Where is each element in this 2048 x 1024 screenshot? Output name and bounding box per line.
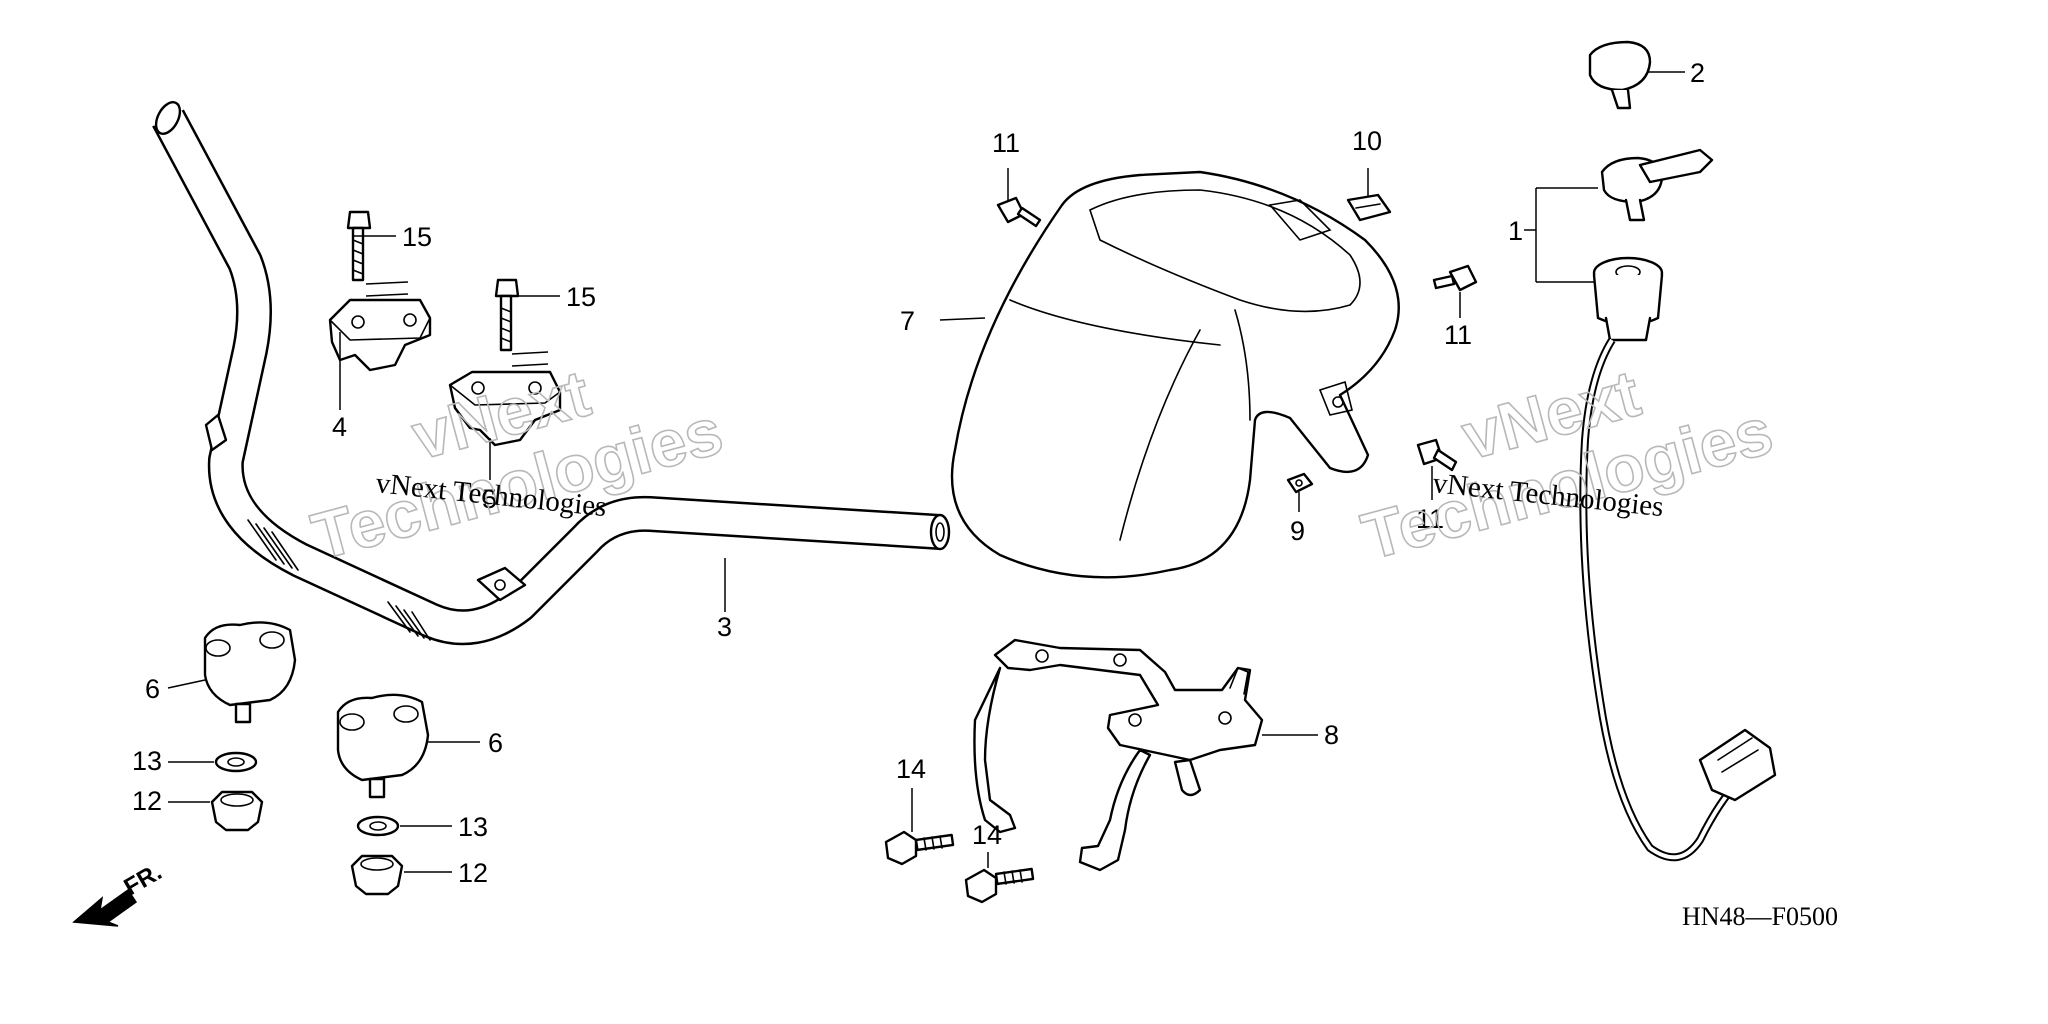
callout-11b: 11 (1444, 320, 1472, 350)
handlebar-cover[interactable] (950, 170, 1400, 579)
clip-10[interactable] (1346, 193, 1392, 222)
knurl-right (387, 601, 431, 641)
nut-9[interactable] (1286, 472, 1314, 494)
front-arrow-icon (72, 888, 138, 927)
handlebar[interactable] (151, 98, 951, 646)
screw-11c[interactable] (1416, 438, 1458, 472)
nut-12b[interactable] (350, 854, 404, 896)
callout-15b: 15 (566, 282, 596, 312)
callout-14a: 14 (896, 754, 926, 784)
ignition-switch[interactable] (1579, 256, 1777, 862)
callout-13b: 13 (458, 812, 488, 842)
watermark-left: vNext Technologies vNext Technologies (304, 355, 731, 575)
callout-13a: 13 (132, 746, 162, 776)
callouts: 1 2 3 4 5 6 6 7 8 9 10 11 11 11 12 12 13… (132, 58, 1705, 888)
leader-lines (167, 71, 1685, 873)
upper-holder-5[interactable] (448, 370, 562, 447)
callout-6a: 6 (145, 674, 160, 704)
lower-holder-6a[interactable] (203, 621, 297, 724)
callout-8: 8 (1324, 720, 1339, 750)
spare-key-2[interactable] (1588, 40, 1652, 110)
ignition-key[interactable] (1600, 148, 1714, 222)
bolt-15a[interactable] (346, 210, 372, 282)
callout-2: 2 (1690, 58, 1705, 88)
callout-7: 7 (900, 306, 915, 336)
bolt-14b[interactable] (964, 867, 1035, 904)
lower-holder-6b[interactable] (336, 693, 430, 799)
callout-6b: 6 (488, 728, 503, 758)
nut-12a[interactable] (210, 790, 264, 832)
callout-11c: 11 (1416, 504, 1444, 534)
bolt-15b[interactable] (494, 278, 520, 352)
callout-14b: 14 (972, 820, 1002, 850)
callout-12b: 12 (458, 858, 488, 888)
callout-9: 9 (1290, 516, 1305, 546)
watermark-right: vNext Technologies vNext Technologies (1354, 355, 1781, 575)
callout-11a: 11 (992, 128, 1020, 158)
callout-12a: 12 (132, 786, 162, 816)
screw-11b[interactable] (1432, 264, 1478, 292)
callout-10: 10 (1352, 126, 1382, 156)
knurl-left (247, 519, 299, 571)
callout-5: 5 (482, 484, 497, 514)
upper-holder-4[interactable] (328, 298, 432, 372)
screw-11a[interactable] (996, 196, 1042, 228)
washer-13b[interactable] (356, 815, 400, 837)
callout-3: 3 (717, 612, 732, 642)
bolt-14a[interactable] (884, 830, 955, 866)
bracket-stay-8[interactable] (973, 638, 1264, 872)
front-indicator: FR. (72, 858, 166, 927)
drawing-code: HN48—F0500 (1682, 902, 1838, 931)
washer-13a[interactable] (214, 751, 258, 773)
callout-4: 4 (332, 412, 347, 442)
callout-1: 1 (1508, 216, 1523, 246)
callout-15a: 15 (402, 222, 432, 252)
